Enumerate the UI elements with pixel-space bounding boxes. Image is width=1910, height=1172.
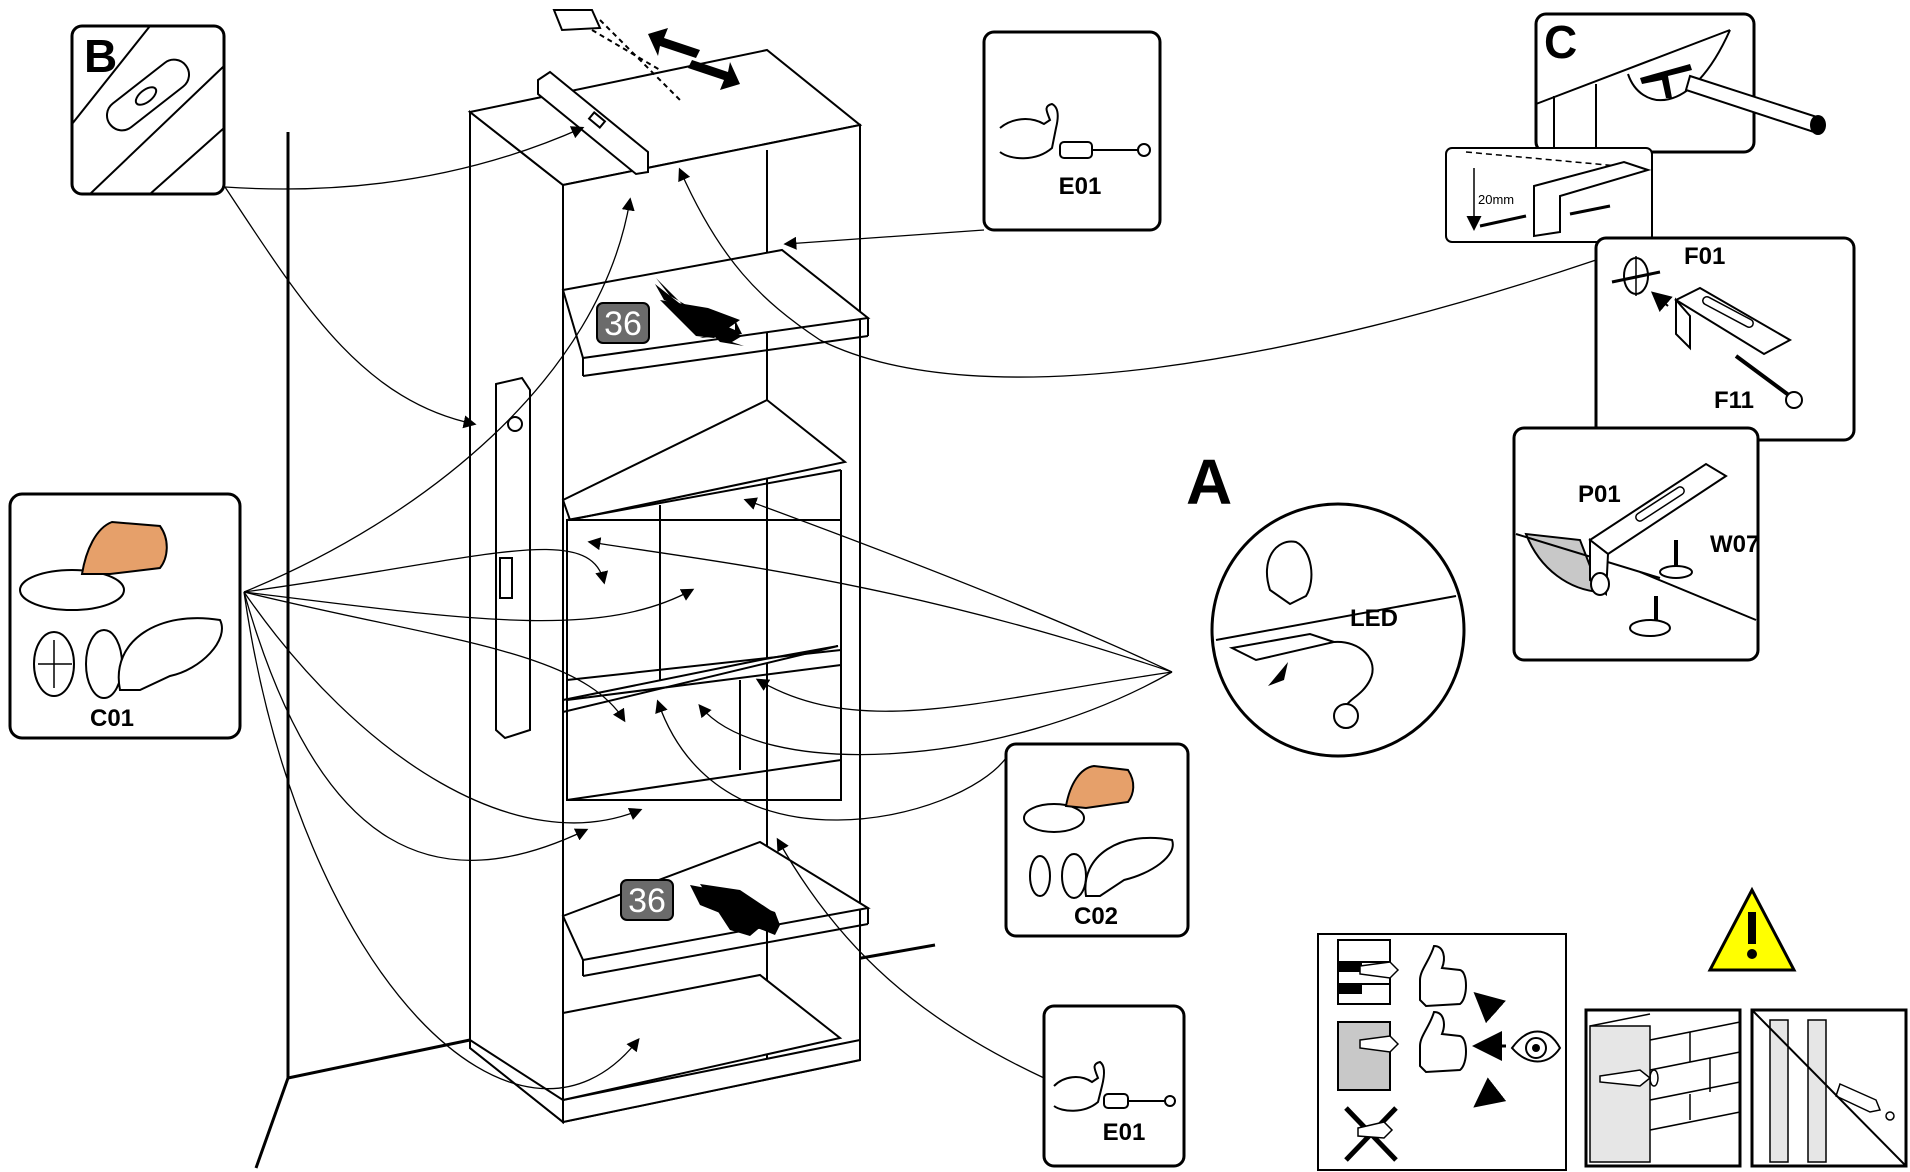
- shelf-badge-upper: 36: [596, 300, 740, 344]
- detail-a-label: A: [1186, 446, 1232, 518]
- shelf-badge-upper-text: 36: [604, 305, 642, 343]
- e01-bottom-label: E01: [1103, 1119, 1146, 1146]
- cabinet-compartment: [566, 469, 842, 801]
- hand-icon: [999, 102, 1059, 160]
- detail-b-panel: B: [70, 24, 226, 196]
- detail-c02-panel: C02: [1004, 742, 1190, 938]
- c01-label: C01: [90, 705, 134, 732]
- thumbs-up-icon: [1419, 944, 1467, 1008]
- detail-a-panel: A LED: [1186, 446, 1466, 758]
- wall-lines: [254, 132, 936, 1169]
- wall-fixing-info-panel: [1317, 933, 1567, 1171]
- screw-icon: [1659, 540, 1693, 579]
- hand-icon: [80, 520, 168, 575]
- p01-label: P01: [1578, 481, 1621, 508]
- dowel-icon: [1103, 1093, 1176, 1109]
- w07-label: W07: [1710, 531, 1759, 558]
- c02-label: C02: [1074, 903, 1118, 930]
- warning-icon: [1707, 886, 1797, 972]
- dowel-icon: [1059, 141, 1151, 159]
- shelf-badge-lower-text: 36: [628, 882, 666, 920]
- hand-icon: [1064, 764, 1135, 810]
- f11-label: F11: [1714, 387, 1754, 414]
- detail-p01-panel: P01 W07: [1512, 426, 1760, 662]
- move-arrows-top: [648, 28, 740, 90]
- detail-c-label: C: [1544, 16, 1577, 68]
- wall-section-bad: [1750, 1008, 1908, 1168]
- detail-e01-bottom: E01: [1042, 1004, 1186, 1168]
- e01-top-label: E01: [1059, 173, 1102, 200]
- dimension-20mm-label: 20mm: [1478, 192, 1514, 207]
- thumbs-up-icon: [1419, 1010, 1467, 1074]
- wall-section-ok: [1584, 1008, 1742, 1168]
- shelf-badge-lower: 36: [620, 879, 776, 936]
- detail-c01-panel: C01: [8, 492, 242, 740]
- f01-label: F01: [1684, 243, 1725, 270]
- eye-icon: [1510, 1030, 1562, 1063]
- top-rail: [537, 9, 681, 176]
- detail-f01-panel: F01 F11: [1594, 236, 1856, 442]
- detail-c-panel: C: [1534, 12, 1826, 154]
- connector-curves: [224, 126, 1597, 1090]
- dimension-bracket-sketch: 20mm: [1445, 147, 1653, 243]
- screw-icon: [1629, 596, 1671, 637]
- hand-icon: [1053, 1060, 1105, 1112]
- led-label: LED: [1350, 605, 1398, 632]
- detail-e01-top: E01: [982, 30, 1162, 232]
- side-trim-bar: [495, 376, 531, 740]
- hand-icon: [1265, 540, 1313, 606]
- screw-icon: [1734, 354, 1803, 409]
